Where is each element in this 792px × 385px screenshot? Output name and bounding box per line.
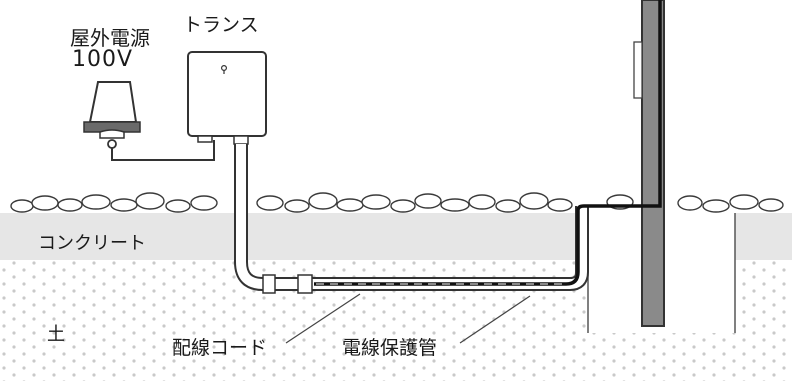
power-cord-label: 配線コード xyxy=(172,337,268,359)
leader-lines xyxy=(285,293,531,344)
transformer-box xyxy=(187,51,267,145)
concrete-slab xyxy=(0,213,586,260)
power-cable xyxy=(314,0,662,286)
gravel-layer xyxy=(10,192,784,213)
soil-label: 土 xyxy=(47,324,65,345)
concrete-slab-right xyxy=(735,213,792,260)
leader-cord xyxy=(285,293,361,344)
conduit-label: 電線保護管 xyxy=(342,337,438,359)
outlet-voltage-label: 100V xyxy=(72,47,134,72)
outdoor-outlet xyxy=(83,81,141,139)
outdoor-outlet-label: 屋外電源 xyxy=(70,26,150,50)
leader-conduit xyxy=(459,295,531,344)
concrete-label: コンクリート xyxy=(38,233,146,254)
transformer-label: トランス xyxy=(183,14,259,36)
plug-cord xyxy=(107,139,215,161)
